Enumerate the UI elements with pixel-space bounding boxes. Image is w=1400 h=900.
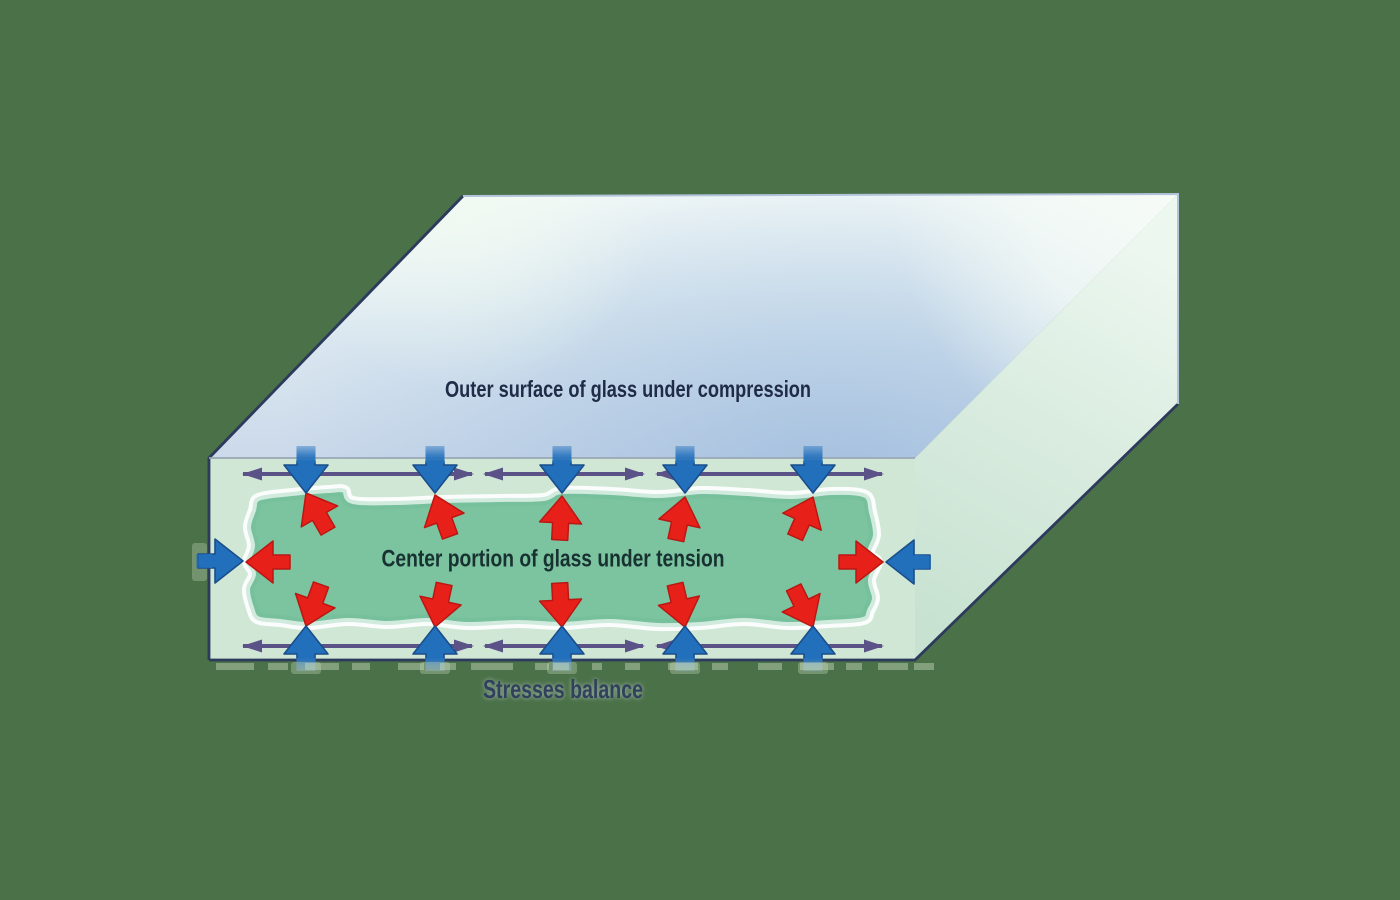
svg-text:Stresses balance: Stresses balance: [483, 674, 643, 704]
svg-text:Center portion of glass under: Center portion of glass under tension: [382, 546, 725, 573]
svg-text:Stresses balance: Stresses balance: [483, 674, 643, 704]
svg-text:Outer surface of glass under c: Outer surface of glass under compression: [445, 376, 811, 402]
